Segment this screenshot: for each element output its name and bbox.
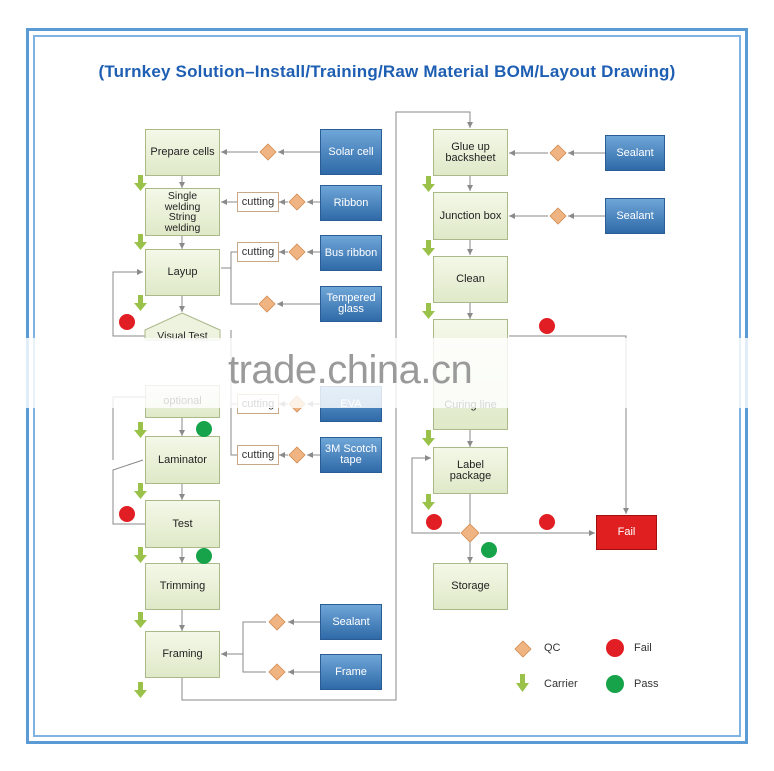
step-glue-backsheet: Glue up backsheet <box>433 129 508 176</box>
carrier-arrow-legend <box>516 674 529 692</box>
cutting-label-scotch-tape: cutting <box>237 445 279 465</box>
pass-dot-optional <box>196 421 212 437</box>
material-scotch-tape: 3M Scotch tape <box>320 437 382 473</box>
legend-fail-label: Fail <box>634 642 652 654</box>
carrier-arrow-4 <box>134 422 147 438</box>
fail-dot-label-left <box>426 514 442 530</box>
fail-dot-curing <box>539 318 555 334</box>
qc-diamond-sealant-frame <box>268 613 286 631</box>
carrier-arrow-9 <box>422 176 435 192</box>
fail-dot-legend <box>606 639 624 657</box>
carrier-arrows <box>134 175 529 698</box>
material-ribbon: Ribbon <box>320 185 382 221</box>
qc-diamond-frame <box>268 663 286 681</box>
watermark-text: trade.china.cn <box>228 348 473 392</box>
legend-carrier-label: Carrier <box>544 678 578 690</box>
watermark-band <box>0 338 774 408</box>
qc-diamond-backsheet <box>549 144 567 162</box>
fail-dot-test <box>119 506 135 522</box>
legend-pass-label: Pass <box>634 678 659 690</box>
carrier-arrow-10 <box>422 240 435 256</box>
material-bus-ribbon: Bus ribbon <box>320 235 382 271</box>
qc-diamond-ribbon <box>288 193 306 211</box>
step-prepare-cells: Prepare cells <box>145 129 220 176</box>
qc-diamond-legend <box>514 640 532 658</box>
step-test: Test <box>145 500 220 548</box>
carrier-arrow-5 <box>134 483 147 499</box>
material-sealant-backsheet: Sealant <box>605 135 665 171</box>
diagram-title: (Turnkey Solution–Install/Training/Raw M… <box>98 62 676 81</box>
pass-dot-legend <box>606 675 624 693</box>
step-clean: Clean <box>433 256 508 303</box>
legend-qc-label: QC <box>544 642 561 654</box>
cutting-label-bus-ribbon: cutting <box>237 242 279 262</box>
qc-diamond-solar-cell <box>259 143 277 161</box>
qc-diamond-bus-ribbon <box>288 243 306 261</box>
pass-dot-storage <box>481 542 497 558</box>
fail-dot-label-right <box>539 514 555 530</box>
step-trimming: Trimming <box>145 563 220 610</box>
material-sealant-jbox: Sealant <box>605 198 665 234</box>
step-fail: Fail <box>596 515 657 550</box>
qc-diamond-jbox <box>549 207 567 225</box>
fail-dot-visual-test <box>119 314 135 330</box>
step-junction-box: Junction box <box>433 192 508 240</box>
step-laminator: Laminator <box>145 436 220 484</box>
pass-dot-test <box>196 548 212 564</box>
carrier-arrow-11 <box>422 303 435 319</box>
step-string-welding: Single welding String welding <box>145 188 220 236</box>
carrier-arrow-6 <box>134 547 147 563</box>
material-frame: Frame <box>320 654 382 690</box>
carrier-arrow-3 <box>134 295 147 311</box>
carrier-arrow-2 <box>134 234 147 250</box>
step-visual-test: Visual Test <box>157 329 208 342</box>
qc-diamond-tape <box>288 446 306 464</box>
carrier-arrow-1 <box>134 175 147 191</box>
carrier-arrow-7 <box>134 612 147 628</box>
carrier-arrow-12 <box>422 430 435 446</box>
step-label-package: Label package <box>433 447 508 494</box>
material-solar-cell: Solar cell <box>320 129 382 175</box>
carrier-arrow-13 <box>422 494 435 510</box>
cutting-label-ribbon: cutting <box>237 192 279 212</box>
material-tempered-glass: Tempered glass <box>320 286 382 322</box>
qc-diamond-label-package <box>460 523 480 543</box>
step-framing: Framing <box>145 631 220 678</box>
step-layup: Layup <box>145 249 220 296</box>
carrier-arrow-8 <box>134 682 147 698</box>
step-storage: Storage <box>433 563 508 610</box>
material-sealant-frame: Sealant <box>320 604 382 640</box>
qc-diamond-glass <box>258 295 276 313</box>
